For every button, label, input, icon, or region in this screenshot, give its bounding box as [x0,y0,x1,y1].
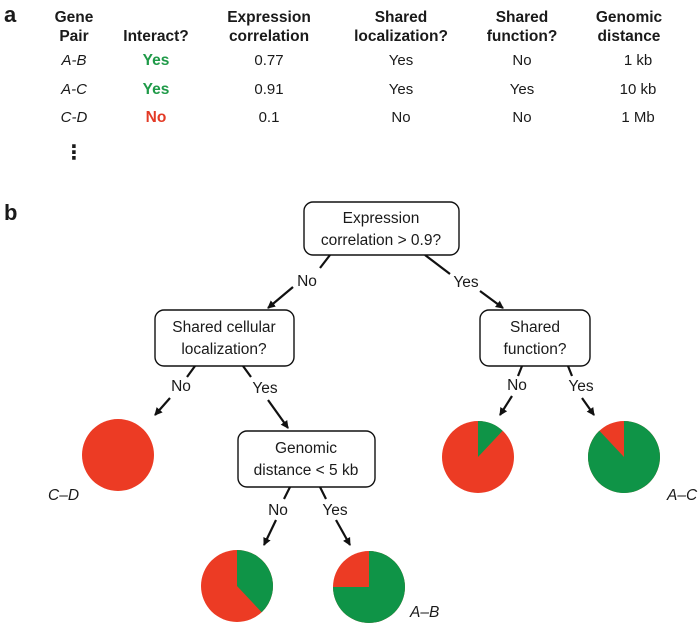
edge-root-no-a [319,254,331,269]
edge-dist-no-a [283,486,291,500]
pie-slice-interaction [333,551,405,623]
pie-slice-no-interaction [82,419,154,491]
row-3-pair: C-D [60,109,88,126]
row-3-correlation: 0.1 [258,109,280,126]
leaf-label-ab: A–B [409,604,439,621]
node-distance-line2: distance < 5 kb [254,462,359,479]
branch-func-yes: Yes [568,378,594,395]
row-2-correlation: 0.91 [254,81,284,98]
leaf-label-cd: C–D [48,487,79,504]
edge-loc-no-a [186,365,196,378]
edge-root-no-b [267,286,294,309]
branch-dist-no: No [268,502,288,519]
node-root-box [303,201,460,256]
leaf-pie-ac [588,421,661,494]
branch-func-no: No [507,377,527,394]
leaf-pie-cd [82,419,154,491]
node-function-box [479,309,591,367]
edge-loc-yes-b [267,399,289,429]
node-distance-line1: Genomic [275,440,337,457]
node-localization-line2: localization? [181,341,267,358]
node-root-line2: correlation > 0.9? [321,232,442,249]
leaf-pie-func-no [442,421,514,493]
row-3-localization: No [391,109,411,126]
branch-dist-yes: Yes [322,502,348,519]
row-3-interact: No [145,109,167,126]
leaf-pie-dist-no [201,550,273,622]
header-interact: Interact? [123,28,189,45]
leaf-label-ac: A–C [666,487,698,504]
row-2-pair: A-C [61,81,87,98]
branch-root-no: No [297,273,317,290]
edge-func-yes-a [566,365,574,377]
row-2-localization: Yes [388,81,414,98]
edge-func-no-b [499,395,513,416]
edge-dist-yes-a [319,486,327,500]
row-3-distance: 1 Mb [621,109,655,126]
row-1-interact: Yes [142,52,170,69]
panel-b-label: b [4,200,18,225]
node-distance-box [237,430,376,488]
leaf-pie-ab [333,551,405,623]
row-1-pair: A-B [61,52,87,69]
row-2-distance: 10 kb [619,81,657,98]
edge-dist-yes-b [335,519,351,546]
pie-slice-interaction [478,421,503,457]
edge-loc-no-b [154,397,171,416]
pie-slice-interaction [588,421,661,494]
branch-root-yes: Yes [453,274,479,291]
edge-func-yes-b [581,397,595,416]
row-1-localization: Yes [388,52,414,69]
panel-a-label: a [4,2,17,27]
node-localization-line1: Shared cellular [172,319,275,336]
node-function-line1: Shared [510,319,560,336]
edge-root-yes-b [479,290,504,309]
row-1-distance: 1 kb [623,52,653,69]
edge-root-yes-a [424,254,451,275]
node-function-line2: function? [504,341,567,358]
node-root-line1: Expression [343,210,420,227]
branch-loc-no: No [171,378,191,395]
edge-func-no-a [516,365,524,377]
row-1-function: No [512,52,532,69]
row-2-function: Yes [509,81,535,98]
edge-dist-no-b [263,519,277,546]
row-1-correlation: 0.77 [254,52,284,69]
pie-slice-interaction [237,550,273,613]
row-3-function: No [512,109,532,126]
row-2-interact: Yes [142,81,170,98]
node-localization-box [154,309,295,367]
edge-loc-yes-a [242,365,252,378]
branch-loc-yes: Yes [252,380,278,397]
